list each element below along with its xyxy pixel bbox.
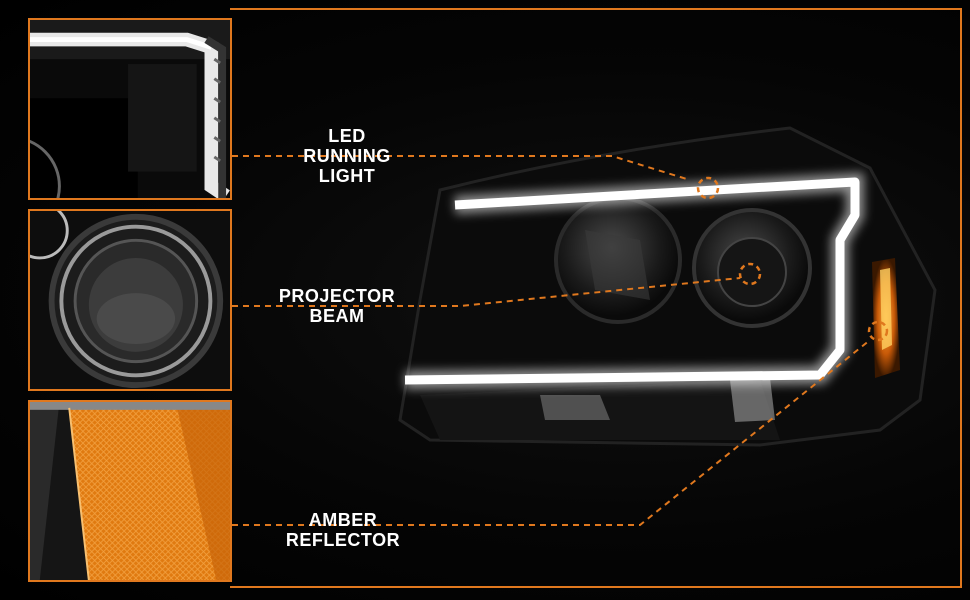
label-line: AMBER — [308, 510, 378, 530]
label-line: LIGHT — [318, 166, 376, 186]
feature-label-led: LED RUNNING LIGHT — [272, 126, 422, 186]
label-line: REFLECTOR — [285, 530, 401, 550]
feature-label-amber: AMBER REFLECTOR — [268, 510, 418, 550]
orange-frame — [230, 8, 962, 588]
label-line: LED — [328, 126, 366, 146]
amber-reflector-closeup — [28, 400, 232, 582]
feature-label-projector: PROJECTOR BEAM — [262, 286, 412, 326]
label-line: RUNNING — [303, 146, 391, 166]
label-line: PROJECTOR — [278, 286, 396, 306]
label-line: BEAM — [309, 306, 365, 326]
led-running-light-closeup — [28, 18, 232, 200]
projector-beam-closeup — [28, 209, 232, 391]
